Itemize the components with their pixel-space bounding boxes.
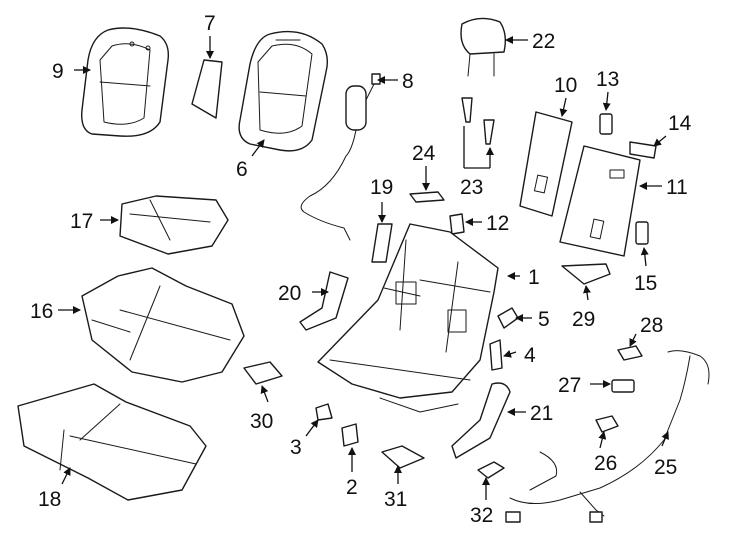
- callout-5: 5: [538, 308, 550, 331]
- part-29-pad: [561, 263, 611, 285]
- callout-32: 32: [470, 504, 493, 527]
- part-12-guide: [449, 213, 465, 235]
- part-24-clip: [409, 191, 445, 203]
- part-30-bracket: [243, 361, 283, 385]
- callout-22: 22: [532, 30, 555, 53]
- callout-15: 15: [634, 272, 657, 295]
- callout-12: 12: [486, 212, 509, 235]
- callout-24: 24: [412, 142, 436, 165]
- callout-25: 25: [654, 456, 677, 479]
- part-20-side-shield: [299, 271, 349, 331]
- callout-6: 6: [236, 158, 248, 181]
- part-13-bracket: [599, 113, 613, 135]
- part-5-hinge: [497, 307, 519, 329]
- part-22-headrest: [460, 17, 507, 77]
- callout-31: 31: [384, 488, 407, 511]
- callout-10: 10: [554, 74, 577, 97]
- callout-23: 23: [460, 176, 483, 199]
- part-8-harness-module: [300, 73, 381, 241]
- part-1-seat-frame: [317, 223, 499, 413]
- callout-26: 26: [594, 452, 617, 475]
- callout-8: 8: [402, 70, 414, 93]
- callout-16: 16: [30, 300, 53, 323]
- part-9-seat-back-cover: [81, 27, 170, 137]
- part-21-side-shield: [451, 382, 511, 459]
- part-3-clip: [315, 403, 333, 421]
- part-2-bracket: [341, 423, 359, 447]
- part-25-harness: [505, 350, 710, 523]
- callout-13: 13: [596, 68, 619, 91]
- part-6-seat-back-cushion: [238, 30, 329, 152]
- part-26-module: [595, 415, 619, 433]
- part-28-bracket: [617, 345, 643, 361]
- leader-lines: [58, 36, 669, 500]
- callout-28: 28: [640, 314, 663, 337]
- callout-4: 4: [524, 344, 536, 367]
- part-32-pad: [477, 461, 505, 479]
- callout-9: 9: [52, 60, 64, 83]
- part-31-bracket: [381, 445, 425, 469]
- callout-30: 30: [250, 410, 273, 433]
- callout-20: 20: [278, 282, 301, 305]
- callout-labels: 1 2 3 4 5 6 7 8 9 10 11 12 13 14 15 16 1…: [30, 12, 692, 527]
- part-18-cushion-frame: [17, 383, 207, 501]
- part-11-back-panel: [559, 145, 641, 257]
- callout-19: 19: [370, 176, 393, 199]
- callout-29: 29: [572, 308, 595, 331]
- part-19-cover: [371, 223, 393, 263]
- callout-18: 18: [38, 488, 61, 511]
- part-15-bracket: [635, 221, 649, 245]
- callout-11: 11: [666, 176, 688, 199]
- callout-2: 2: [346, 476, 358, 499]
- part-4-latch: [489, 339, 503, 371]
- part-7-trim-panel: [191, 59, 223, 119]
- callout-3: 3: [290, 436, 302, 459]
- callout-17: 17: [70, 210, 93, 233]
- part-10-back-panel: [519, 111, 573, 217]
- callout-1: 1: [528, 266, 540, 289]
- callout-7: 7: [204, 12, 216, 35]
- part-23-headrest-guides: [461, 97, 495, 145]
- callout-27: 27: [558, 374, 581, 397]
- callout-14: 14: [668, 112, 692, 135]
- part-17-cushion-pad: [119, 195, 229, 255]
- callout-21: 21: [530, 402, 553, 425]
- part-14-pad: [629, 141, 657, 159]
- part-27-pad: [611, 379, 635, 393]
- part-16-seat-cushion: [81, 267, 245, 383]
